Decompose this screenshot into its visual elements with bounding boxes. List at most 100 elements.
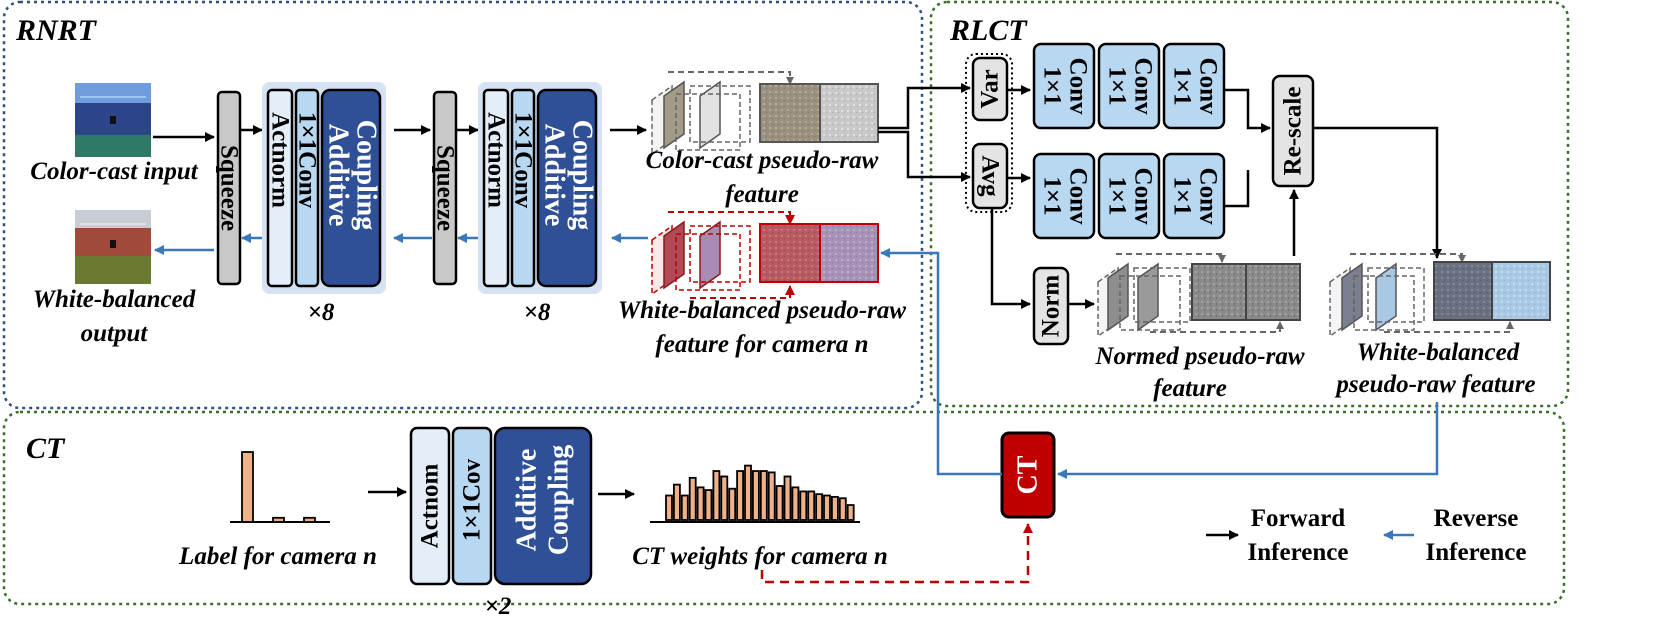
ct-actnorm-label: Actnom — [417, 463, 444, 548]
color-cast-input-image — [75, 83, 151, 157]
label-histogram-bar — [303, 516, 316, 523]
ct-weights-bar — [759, 470, 768, 521]
normed-feature-caption-2: feature — [1153, 375, 1227, 402]
ct-weights-bars — [665, 464, 855, 521]
var-conv-2-label-b: Conv — [1130, 58, 1157, 115]
ct-weights-bar — [665, 494, 673, 521]
var-label: Var — [977, 69, 1004, 108]
ct-weights-histogram — [650, 464, 860, 523]
ct-weights-bar — [752, 470, 760, 521]
color-cast-input-caption: Color-cast input — [30, 158, 198, 185]
ct-weights-bar — [783, 475, 792, 521]
norm-block — [1032, 266, 1070, 346]
legend-reverse-label-1: Reverse — [1434, 505, 1519, 532]
legend: Forward Inference Reverse Inference — [1206, 505, 1526, 566]
conv-block-1 — [294, 88, 320, 288]
avg-block — [971, 142, 1009, 210]
colorcast-feature-stack — [651, 71, 879, 156]
actnorm-block-2 — [482, 88, 510, 288]
rescale-block — [1271, 74, 1315, 188]
label-caption: Label for camera n — [178, 543, 377, 570]
squeeze-block-2 — [432, 90, 458, 286]
actnorm-label-2: Actnorm — [483, 112, 510, 208]
conv-label-2: 1×1Conv — [510, 112, 537, 209]
avg-conv-3-label-b: Conv — [1195, 168, 1222, 225]
conv-block-2 — [510, 88, 536, 288]
var-conv-3-label-a: 1×1 — [1169, 66, 1196, 105]
flow-step-1 — [262, 82, 386, 294]
normed-feature-caption-1: Normed pseudo-raw — [1094, 343, 1304, 370]
label-histogram-bar — [241, 451, 254, 523]
white-balanced-output-image — [75, 210, 151, 284]
label-histogram-bars — [241, 451, 316, 523]
var-conv-1-label-a: 1×1 — [1039, 66, 1066, 105]
coupling-label-2a: Additive — [539, 124, 570, 227]
avg-conv-2-label-b: Conv — [1130, 168, 1157, 225]
avg-conv-3-label-a: 1×1 — [1169, 176, 1196, 215]
ct-weights-bar — [807, 490, 816, 521]
wb-feature-camera-n-caption-1: White-balanced pseudo-raw — [618, 297, 907, 324]
ct-weights-bar — [846, 504, 855, 521]
squeeze-label-1: Squeeze — [216, 145, 243, 231]
coupling-label-1b: Coupling — [351, 120, 382, 231]
repeat-label-1: ×8 — [308, 299, 335, 326]
ct-weights-bar — [736, 470, 744, 521]
legend-forward-label-2: Inference — [1248, 539, 1349, 566]
legend-reverse-label-2: Inference — [1426, 539, 1527, 566]
ct-weights-bar — [815, 493, 823, 521]
white-balanced-output-caption-1: White-balanced — [33, 286, 196, 313]
var-conv-3-label-b: Conv — [1195, 58, 1222, 115]
avg-conv-3 — [1162, 152, 1226, 240]
ct-weights-bar — [767, 471, 776, 521]
var-conv-1-label-b: Conv — [1065, 58, 1092, 115]
white-balanced-output-caption-2: output — [81, 320, 149, 347]
var-conv-3 — [1162, 42, 1226, 130]
avg-conv-1-label-b: Conv — [1065, 168, 1092, 225]
var-avg-group — [965, 53, 1013, 213]
squeeze-label-2: Squeeze — [432, 145, 459, 231]
ct-flow-step — [409, 426, 593, 586]
var-conv-row — [1032, 42, 1226, 130]
arrow-feature-to-avg — [878, 130, 971, 182]
conv-label-1: 1×1Conv — [294, 112, 321, 209]
ct-weights-bar — [799, 490, 808, 521]
ct-weights-bar — [728, 487, 737, 521]
var-conv-1 — [1032, 42, 1096, 130]
ct-weights-caption: CT weights for camera n — [632, 543, 888, 570]
ct-weights-bar — [680, 494, 689, 521]
ct-repeat-label: ×2 — [485, 593, 512, 620]
arrow-feature-to-var — [878, 83, 971, 130]
arrow-rescale-to-wb-feature — [1313, 126, 1442, 259]
wb-feature-camera-n-caption-2: feature for camera n — [655, 331, 868, 358]
wb-feature-camera-n-stack — [651, 211, 879, 299]
var-conv-2 — [1097, 42, 1161, 130]
legend-forward-label-1: Forward — [1251, 505, 1346, 532]
squeeze-block-1 — [216, 90, 242, 286]
arrow-weights-to-ct — [760, 523, 1033, 584]
coupling-block-2 — [536, 88, 598, 288]
ct-weights-bar — [823, 494, 831, 521]
avg-conv-2-label-a: 1×1 — [1104, 176, 1131, 215]
coupling-label-1a: Additive — [323, 124, 354, 227]
ct-weights-bar — [744, 464, 752, 521]
ct-weights-bar — [712, 470, 721, 521]
coupling-block-1 — [320, 88, 382, 288]
arrow-avg-conv-to-rescale — [1224, 170, 1250, 208]
ct-weights-bar — [704, 489, 713, 521]
arrow-wb-feature-to-ct — [1057, 402, 1439, 479]
rnrt-frame — [2, 0, 924, 410]
flow-step-2 — [478, 82, 602, 294]
rlct-frame — [929, 0, 1570, 408]
rescale-label: Re-scale — [1280, 87, 1307, 176]
ct-weights-bar — [688, 476, 697, 521]
ct-weights-bar — [775, 485, 784, 521]
ct-weights-bar — [696, 486, 705, 521]
colorcast-feature-caption-1: Color-cast pseudo-raw — [646, 147, 879, 174]
label-histogram — [230, 451, 330, 523]
ct-conv-label: 1×1Cov — [459, 458, 486, 541]
ct-coupling-label-b: Coupling — [544, 445, 575, 556]
ct-coupling-block — [493, 426, 593, 586]
wb-feature-stack — [1329, 253, 1551, 338]
avg-label: Avg — [977, 155, 1004, 197]
